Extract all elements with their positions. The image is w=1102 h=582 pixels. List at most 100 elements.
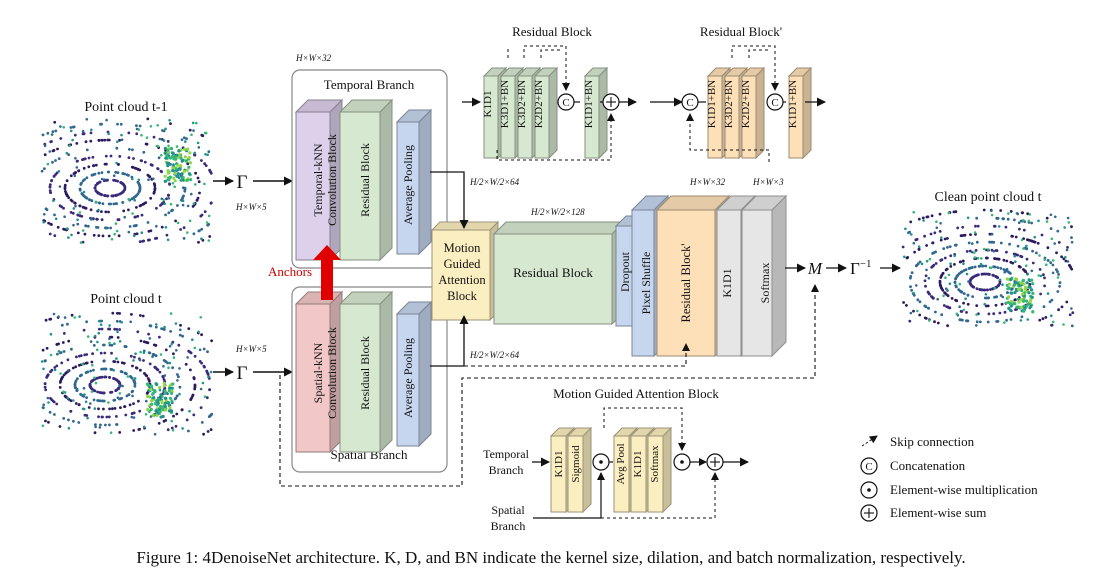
res-sum-op (602, 93, 620, 111)
spatial-pool-block (395, 300, 433, 448)
spatial-pool-label: Average Pooling (401, 338, 415, 418)
dim-hw32-top: H×W×32 (295, 53, 332, 63)
main-softmax-block (740, 194, 788, 358)
temporal-branch-container (291, 69, 448, 269)
mga-mult-op-2 (673, 453, 691, 471)
pc2-points (40, 311, 214, 436)
mga-temporal-label-2: Branch (489, 463, 524, 477)
skip-connection-main (255, 284, 819, 487)
figure-caption: Figure 1: 4DenoiseNet architecture. K, D… (136, 548, 966, 567)
point-cloud-prev-image (40, 117, 213, 244)
res-prime-detail-after-layer (787, 66, 813, 160)
res-layer-1: K3D1+BN (499, 80, 511, 128)
legend-concat-label: Concatenation (890, 458, 966, 473)
res-prime-layer-1: K3D2+BN (723, 80, 735, 128)
res-skip-sum (496, 113, 615, 161)
main-residual-block (492, 220, 626, 326)
res-prime-detail-layer-2 (740, 66, 766, 160)
res-detail-layer-3 (533, 66, 559, 160)
mga-layer-b2: Softmax (649, 445, 661, 483)
legend-mult-icon (860, 481, 878, 499)
dim-half64-bottom: H/2×W/2×64 (469, 350, 520, 360)
main-softmax-label: Softmax (758, 263, 772, 304)
mga-detail-title: Motion Guided Attention Block (553, 386, 719, 401)
legend-skip-icon (861, 435, 878, 447)
gamma-top: Γ (237, 172, 248, 193)
temporal-residual-block (338, 98, 394, 262)
mga-detail-layer-b2 (646, 426, 673, 514)
res-prime-skip-2 (748, 49, 770, 58)
mga-spatial-skip (601, 472, 719, 519)
dropout-label: Dropout (618, 251, 632, 292)
point-cloud-prev-label: Point cloud t-1 (84, 100, 167, 115)
anchors-arrow (313, 245, 341, 300)
res-prime-layer-2: K2D2+BN (740, 80, 752, 128)
gamma-inv-exponent: −1 (860, 258, 872, 270)
residual-prime-label: Residual Block' (679, 244, 693, 323)
mga-label-4: Block (447, 289, 478, 303)
legend-sum-label: Element-wise sum (890, 505, 986, 520)
res-layer-0: K1D1 (482, 91, 494, 118)
spatial-knn-label-1: Spatial-kNN (311, 342, 325, 403)
dim-half64-top: H/2×W/2×64 (469, 177, 520, 187)
mga-block (430, 220, 500, 322)
point-cloud-curr-image (40, 310, 214, 436)
gamma-inv: Γ−1 (850, 258, 872, 278)
point-cloud-output-label: Clean point cloud t (935, 190, 1042, 205)
temporal-pool-block (395, 108, 433, 256)
anchors-label: Anchors (268, 264, 312, 279)
gamma-inv-base: Γ (850, 259, 860, 278)
legend-sum-icon (860, 504, 878, 522)
temporal-knn-label-1: Temporal-kNN (311, 143, 325, 216)
temporal-pool-label: Average Pooling (401, 145, 415, 225)
point-cloud-output-image (901, 208, 1075, 328)
spatial-knn-block (294, 290, 344, 454)
legend-mult-label: Element-wise multiplication (890, 482, 1038, 497)
pc3-points (901, 208, 1075, 328)
res-after-layer: K1D1+BN (583, 80, 595, 128)
res-prime-skip-1 (731, 45, 779, 91)
legend-concat-icon (860, 457, 878, 475)
mga-layer-a1: Sigmoid (570, 445, 582, 483)
res-prime-concat-symbol-in: C (686, 97, 693, 109)
spatial-knn-label-2: Convolution Block (325, 327, 339, 419)
main-residual-label: Residual Block (513, 265, 593, 280)
dim-half128: H/2×W/2×128 (530, 207, 585, 217)
main-k1d1-label: K1D1 (720, 268, 734, 297)
mga-mult-op-1 (592, 453, 610, 471)
mga-sum-op (706, 453, 724, 471)
legend-skip-label: Skip connection (890, 434, 975, 449)
mga-label-1: Motion (444, 241, 482, 255)
res-layer-3: K2D2+BN (533, 80, 545, 128)
dim-hw32-right: H×W×32 (689, 177, 726, 187)
temporal-branch-title: Temporal Branch (324, 77, 415, 92)
arrow-temporal-to-mga (430, 171, 469, 229)
dim-hw5-bottom: H×W×5 (235, 344, 267, 354)
skip-connection-residual-prime (464, 343, 690, 367)
spatial-residual-label: Residual Block (358, 336, 372, 410)
dim-hw5-top: H×W×5 (235, 202, 267, 212)
m-symbol: M (807, 259, 823, 278)
res-prime-concat-symbol: C (771, 97, 778, 109)
mga-layer-a0: K1D1 (553, 451, 565, 478)
res-concat-symbol: C (562, 97, 569, 109)
mga-spatial-label-1: Spatial (491, 503, 525, 517)
point-cloud-curr-label: Point cloud t (90, 292, 162, 307)
gamma-bottom: Γ (237, 363, 248, 384)
temporal-residual-label: Residual Block (358, 143, 372, 217)
residual-prime-detail-title: Residual Block' (700, 24, 782, 39)
res-prime-after-layer: K1D1+BN (787, 80, 799, 128)
mga-label-3: Attention (438, 273, 486, 287)
temporal-knn-label-2: Convolution Block (325, 134, 339, 226)
residual-detail-title: Residual Block (512, 24, 592, 39)
res-prime-skip-in (686, 113, 770, 162)
dim-hw3: H×W×3 (752, 177, 784, 187)
res-skip-concat-2 (540, 49, 561, 58)
res-layer-2: K3D2+BN (516, 80, 528, 128)
pc1-points (40, 117, 213, 244)
res-prime-layer-0: K1D1+BN (706, 80, 718, 128)
mga-spatial-label-2: Branch (491, 519, 526, 533)
legend-concat-symbol: C (865, 461, 872, 473)
mga-layer-b0: Avg Pool (615, 443, 627, 484)
